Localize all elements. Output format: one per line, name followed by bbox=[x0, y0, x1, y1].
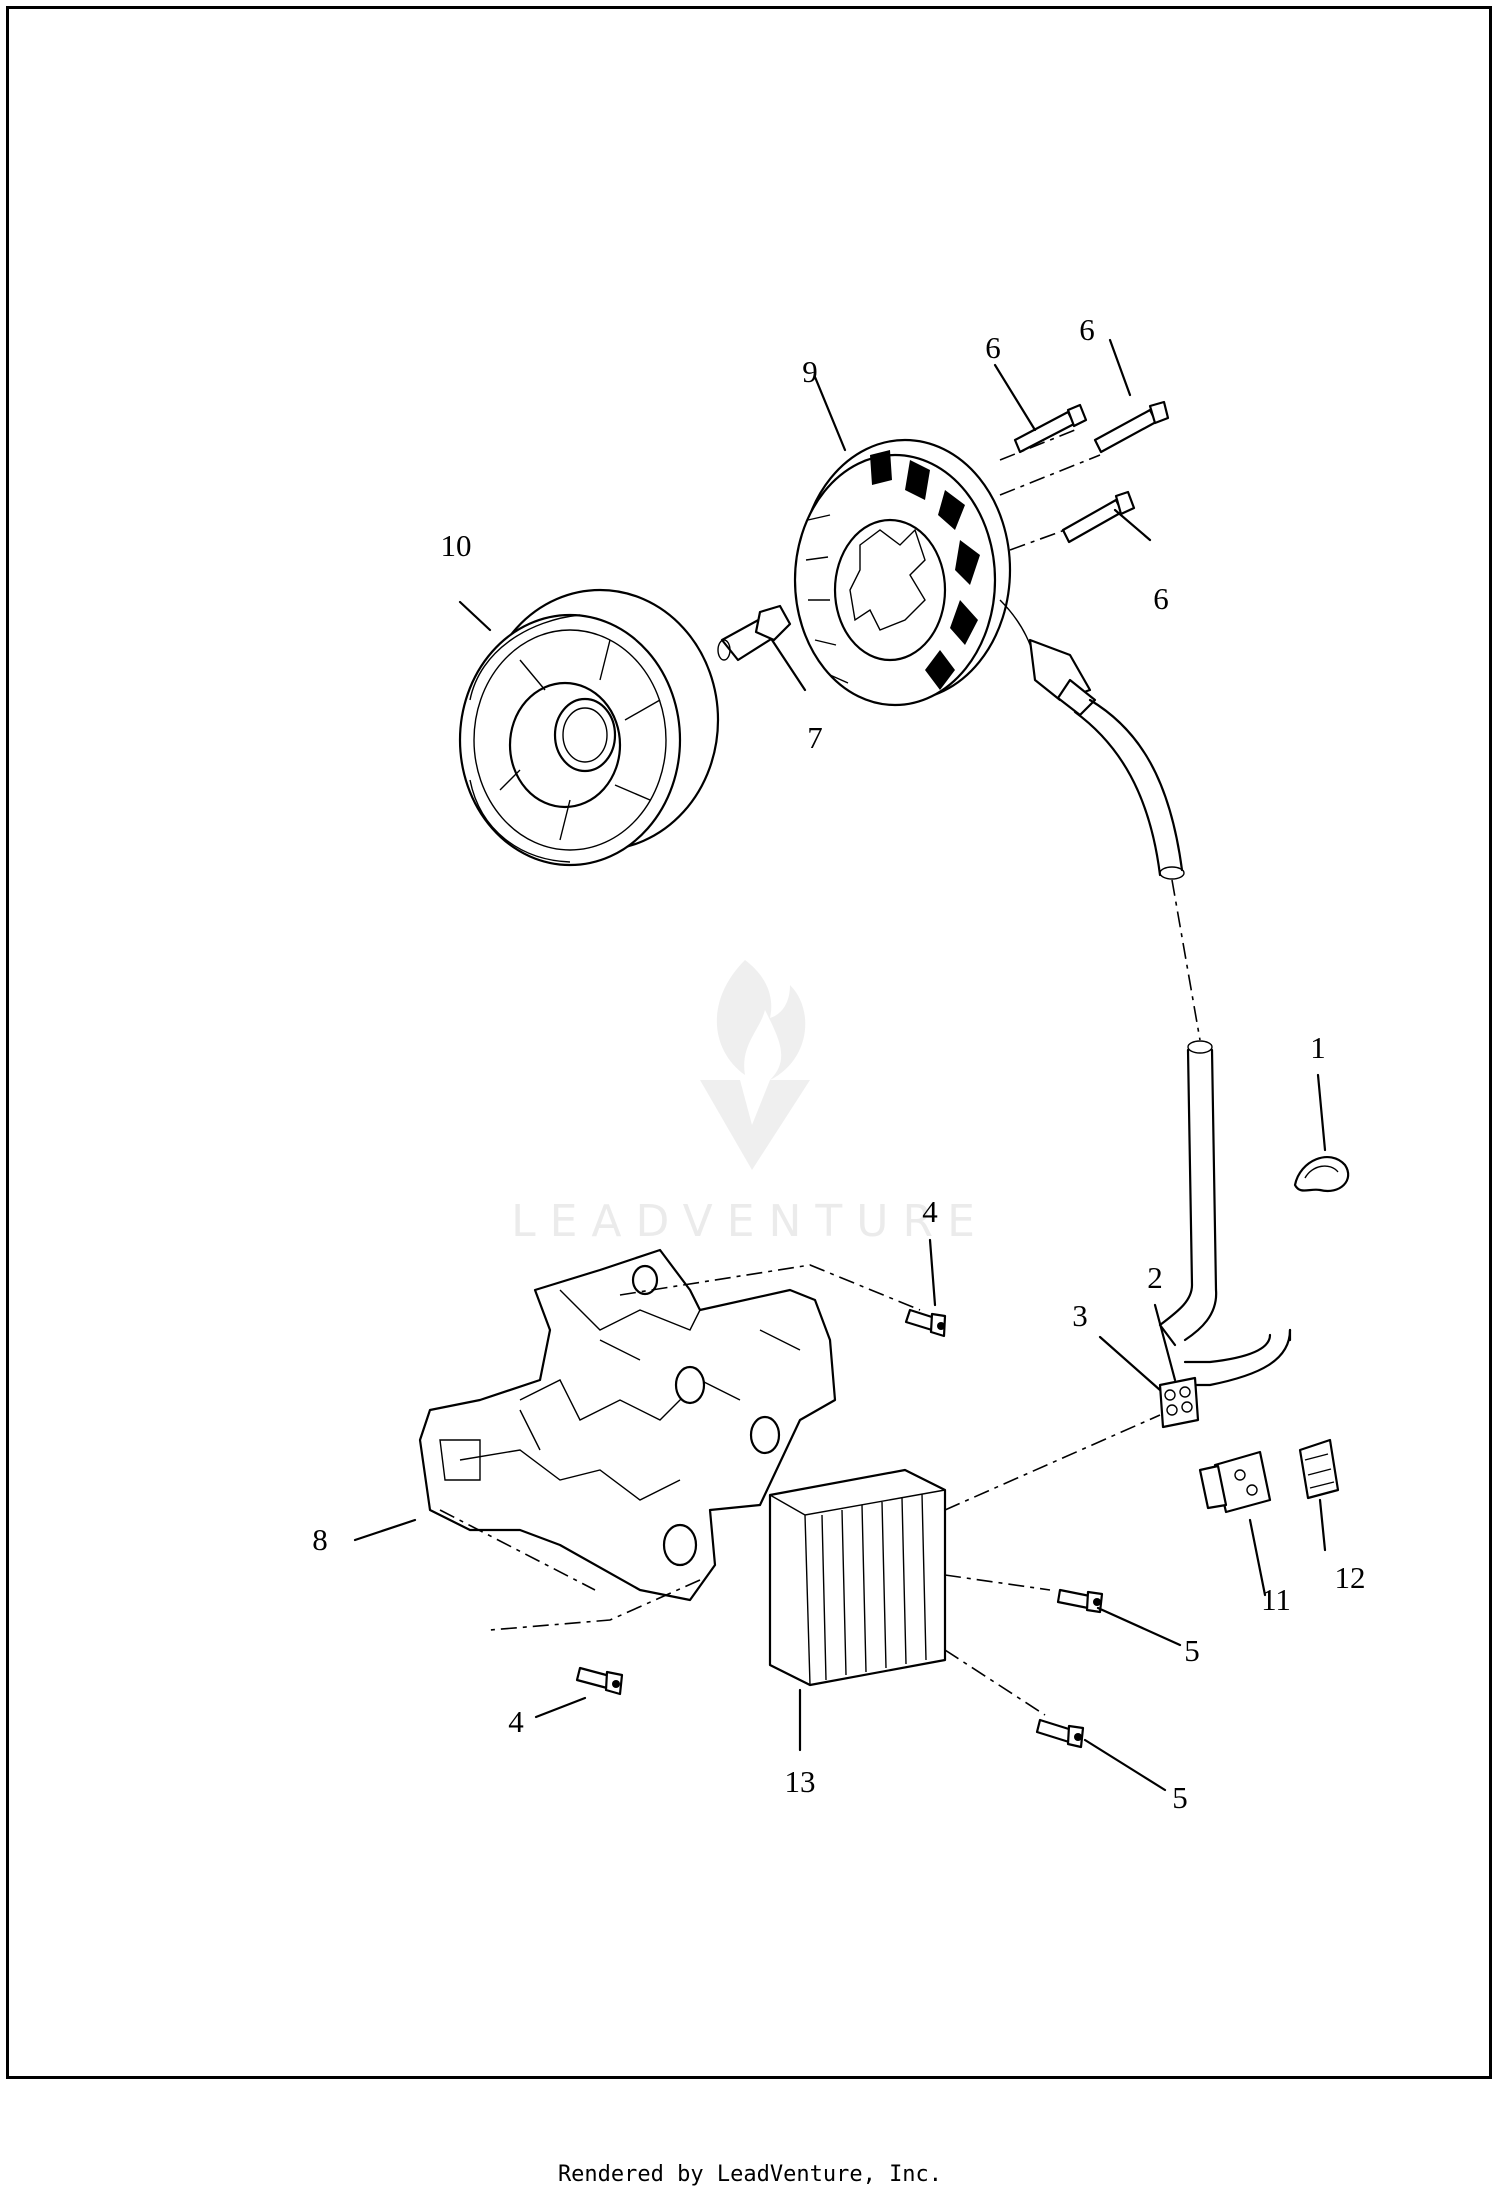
callout-1: 1 bbox=[1310, 1030, 1326, 1065]
callout-5-lower: 5 bbox=[1172, 1780, 1188, 1815]
bolt-part-7 bbox=[717, 604, 792, 662]
callout-6-left: 6 bbox=[985, 330, 1001, 365]
screw-part-4-a bbox=[904, 1308, 947, 1338]
bolt-part-6-a bbox=[1013, 403, 1088, 454]
footer-credit: Rendered by LeadVenture, Inc. bbox=[557, 2162, 943, 2187]
callout-13: 13 bbox=[785, 1764, 816, 1799]
grommet-part-1 bbox=[1293, 1155, 1350, 1193]
callout-8: 8 bbox=[312, 1522, 328, 1557]
callout-3: 3 bbox=[1072, 1298, 1088, 1333]
callout-4-top: 4 bbox=[922, 1194, 938, 1229]
stator-part-9 bbox=[793, 438, 1097, 717]
callout-7: 7 bbox=[807, 720, 823, 755]
screw-part-5-a bbox=[1056, 1588, 1104, 1614]
watermark-logo: LEADVENTURE bbox=[511, 960, 989, 1247]
diagram-frame bbox=[6, 6, 1492, 2079]
bracket-part-8 bbox=[418, 1248, 837, 1602]
screw-part-5-b bbox=[1035, 1718, 1085, 1749]
watermark-text: LEADVENTURE bbox=[511, 1196, 989, 1247]
callout-10: 10 bbox=[441, 528, 472, 563]
bolt-part-6-b bbox=[1093, 400, 1170, 454]
connector-part-11 bbox=[1198, 1450, 1272, 1514]
callout-6-lower: 6 bbox=[1153, 581, 1169, 616]
callout-12: 12 bbox=[1335, 1560, 1366, 1595]
callout-2: 2 bbox=[1147, 1260, 1163, 1295]
callout-5-upper: 5 bbox=[1184, 1633, 1200, 1668]
stator-cable bbox=[1073, 698, 1292, 1387]
regulator-part-13 bbox=[768, 1468, 947, 1687]
callout-6-right: 6 bbox=[1079, 312, 1095, 347]
terminal-part-2-3 bbox=[1158, 1376, 1200, 1429]
lock-part-12 bbox=[1298, 1438, 1340, 1500]
callout-4-bottom: 4 bbox=[508, 1704, 524, 1739]
bolt-part-6-c bbox=[1061, 490, 1136, 544]
rotor-part-10 bbox=[458, 588, 720, 867]
screw-part-4-b bbox=[575, 1666, 624, 1696]
callout-11: 11 bbox=[1261, 1582, 1291, 1617]
callout-9: 9 bbox=[802, 354, 818, 389]
